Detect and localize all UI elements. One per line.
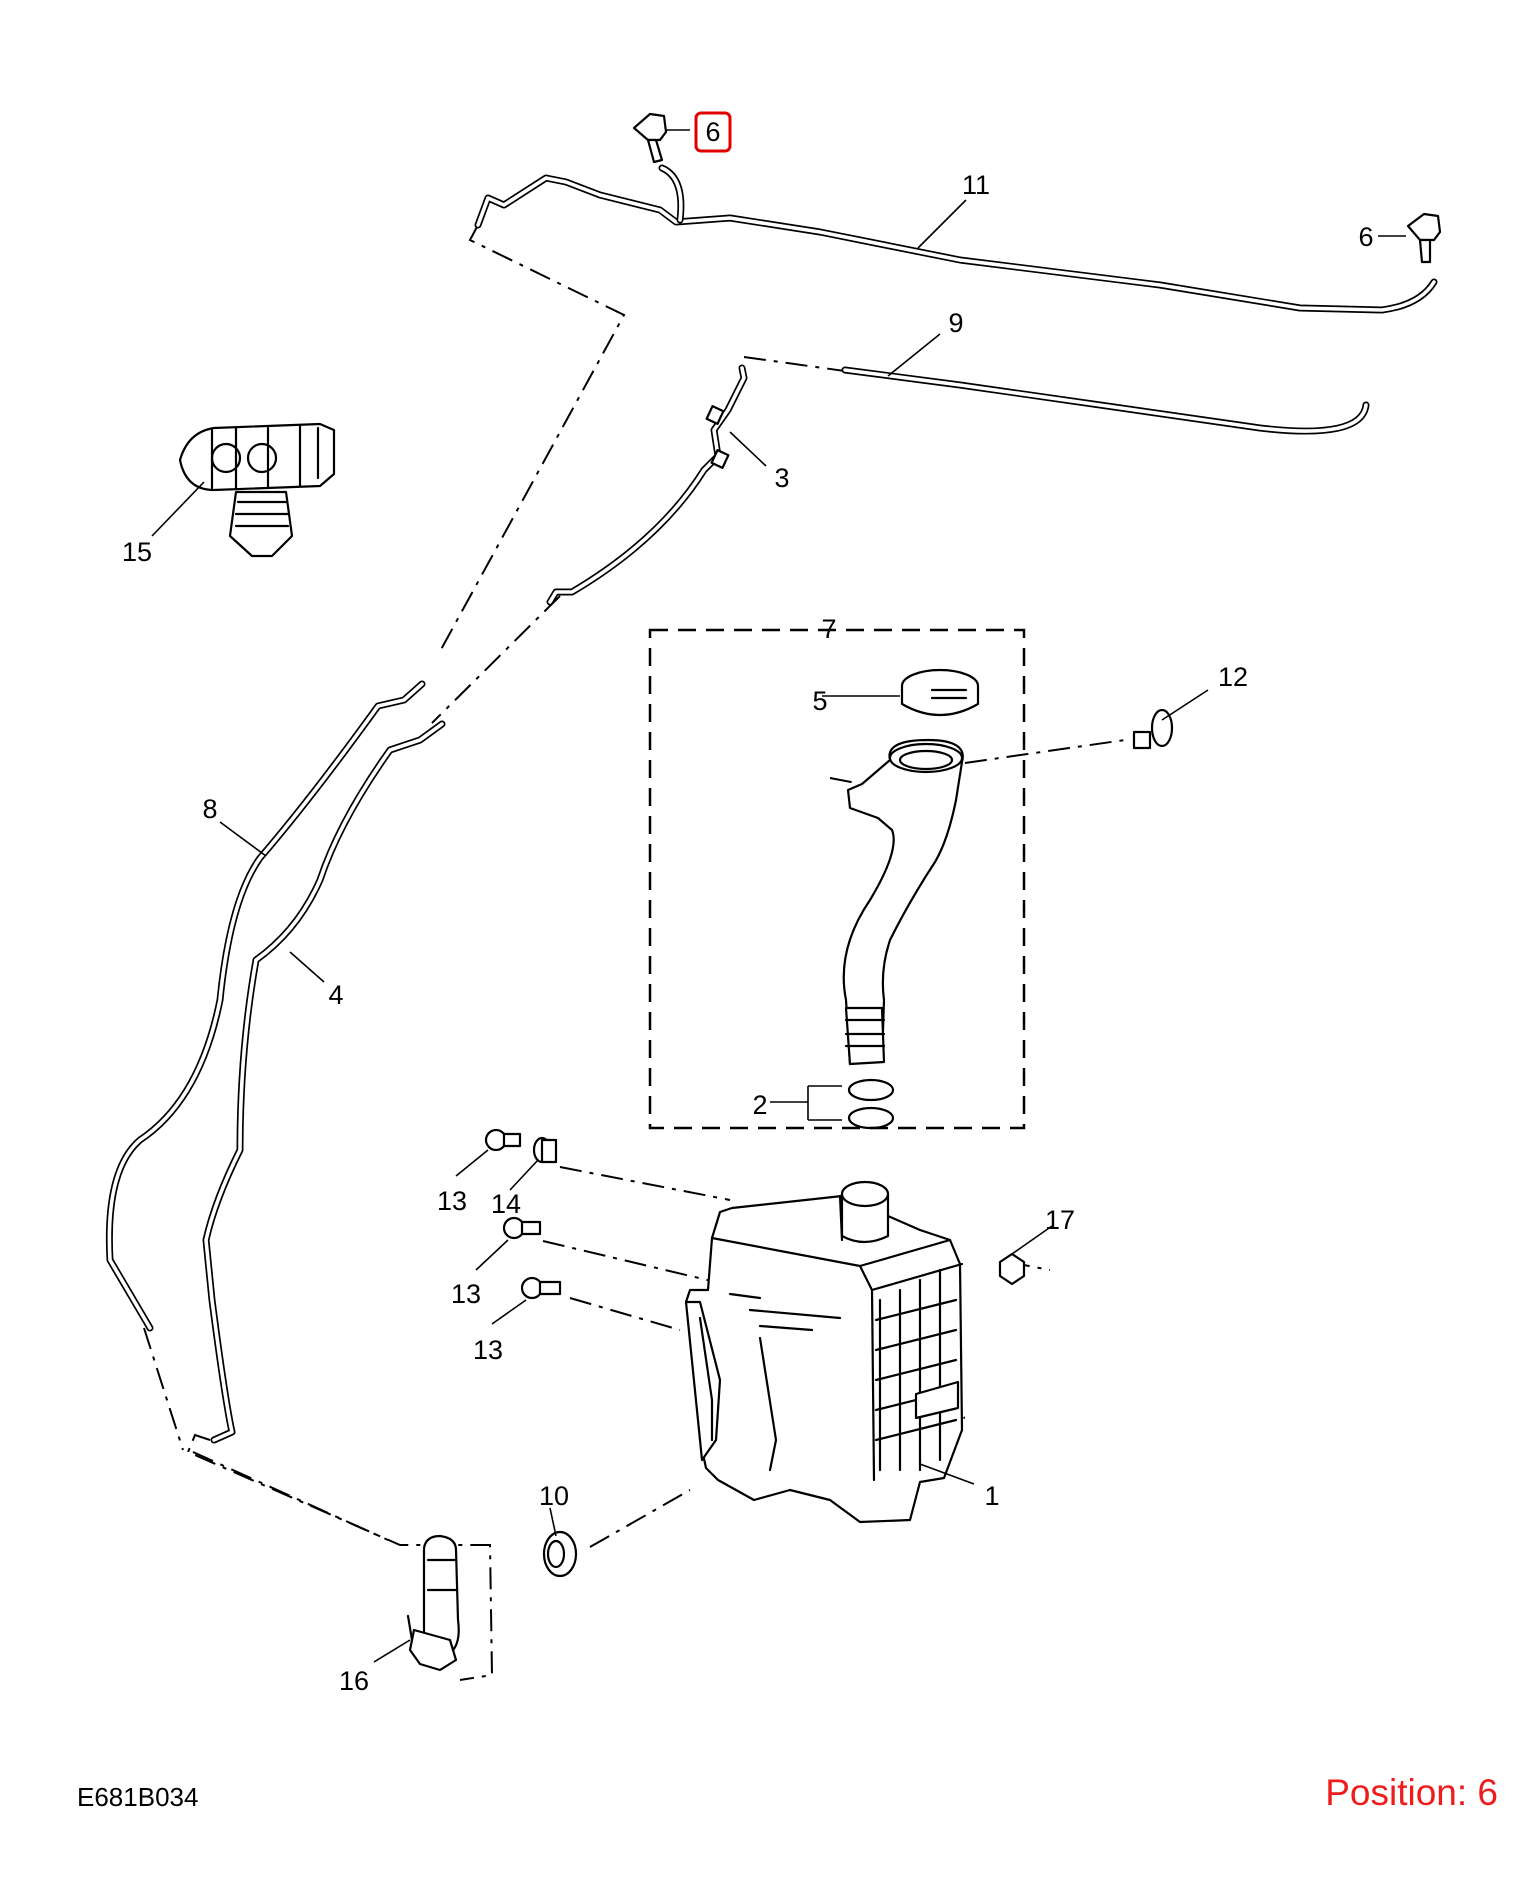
part-13-bolt-c xyxy=(520,1276,562,1300)
callout-3[interactable]: 3 xyxy=(774,463,789,493)
part-6-jet-right xyxy=(1406,212,1442,264)
part-13-bolt-b xyxy=(502,1216,542,1240)
callout-8[interactable]: 8 xyxy=(202,794,217,824)
part-11-hose xyxy=(474,164,1438,314)
part-4-hose xyxy=(202,720,446,1444)
callout-14[interactable]: 14 xyxy=(491,1189,521,1219)
part-13-bolt-a xyxy=(484,1128,522,1152)
part-16-pump xyxy=(406,1534,460,1672)
part-10-grommet xyxy=(542,1530,578,1578)
callout-15[interactable]: 15 xyxy=(122,537,152,567)
callout-1[interactable]: 1 xyxy=(984,1481,999,1511)
diagram-reference-code: E681B034 xyxy=(77,1782,199,1812)
routing-lines xyxy=(143,224,1126,1681)
position-label: Position: 6 xyxy=(1325,1772,1498,1813)
callout-13-top[interactable]: 13 xyxy=(437,1186,467,1216)
part-6-jet-left xyxy=(632,112,668,164)
callout-12[interactable]: 12 xyxy=(1218,662,1248,692)
part-17-nut xyxy=(998,1252,1026,1286)
callout-6-right[interactable]: 6 xyxy=(1358,222,1373,252)
callouts: 6 6 11 9 3 15 7 5 12 8 4 2 13 14 13 13 1… xyxy=(122,117,1374,1696)
callout-5[interactable]: 5 xyxy=(812,686,827,716)
part-1-reservoir xyxy=(684,1180,964,1524)
leader-lines xyxy=(151,129,1406,1663)
callout-7[interactable]: 7 xyxy=(821,614,836,644)
callout-13-middle[interactable]: 13 xyxy=(451,1279,481,1309)
callout-16[interactable]: 16 xyxy=(339,1666,369,1696)
callout-13-bottom[interactable]: 13 xyxy=(473,1335,503,1365)
part-8-hose xyxy=(105,680,426,1332)
callout-2[interactable]: 2 xyxy=(752,1090,767,1120)
callout-9[interactable]: 9 xyxy=(948,308,963,338)
part-12-bolt xyxy=(1132,708,1174,750)
callout-10[interactable]: 10 xyxy=(539,1481,569,1511)
callout-17[interactable]: 17 xyxy=(1045,1205,1075,1235)
callout-4[interactable]: 4 xyxy=(328,980,343,1010)
part-7-filler-assembly xyxy=(648,628,1026,1130)
part-9-hose xyxy=(841,366,1370,435)
part-15-clip xyxy=(178,422,336,558)
part-3-hose xyxy=(546,364,748,606)
part-14-bushing xyxy=(532,1136,558,1164)
callout-6-left[interactable]: 6 xyxy=(705,117,720,147)
selected-callout-highlight xyxy=(694,111,732,153)
callout-11[interactable]: 11 xyxy=(962,170,990,200)
